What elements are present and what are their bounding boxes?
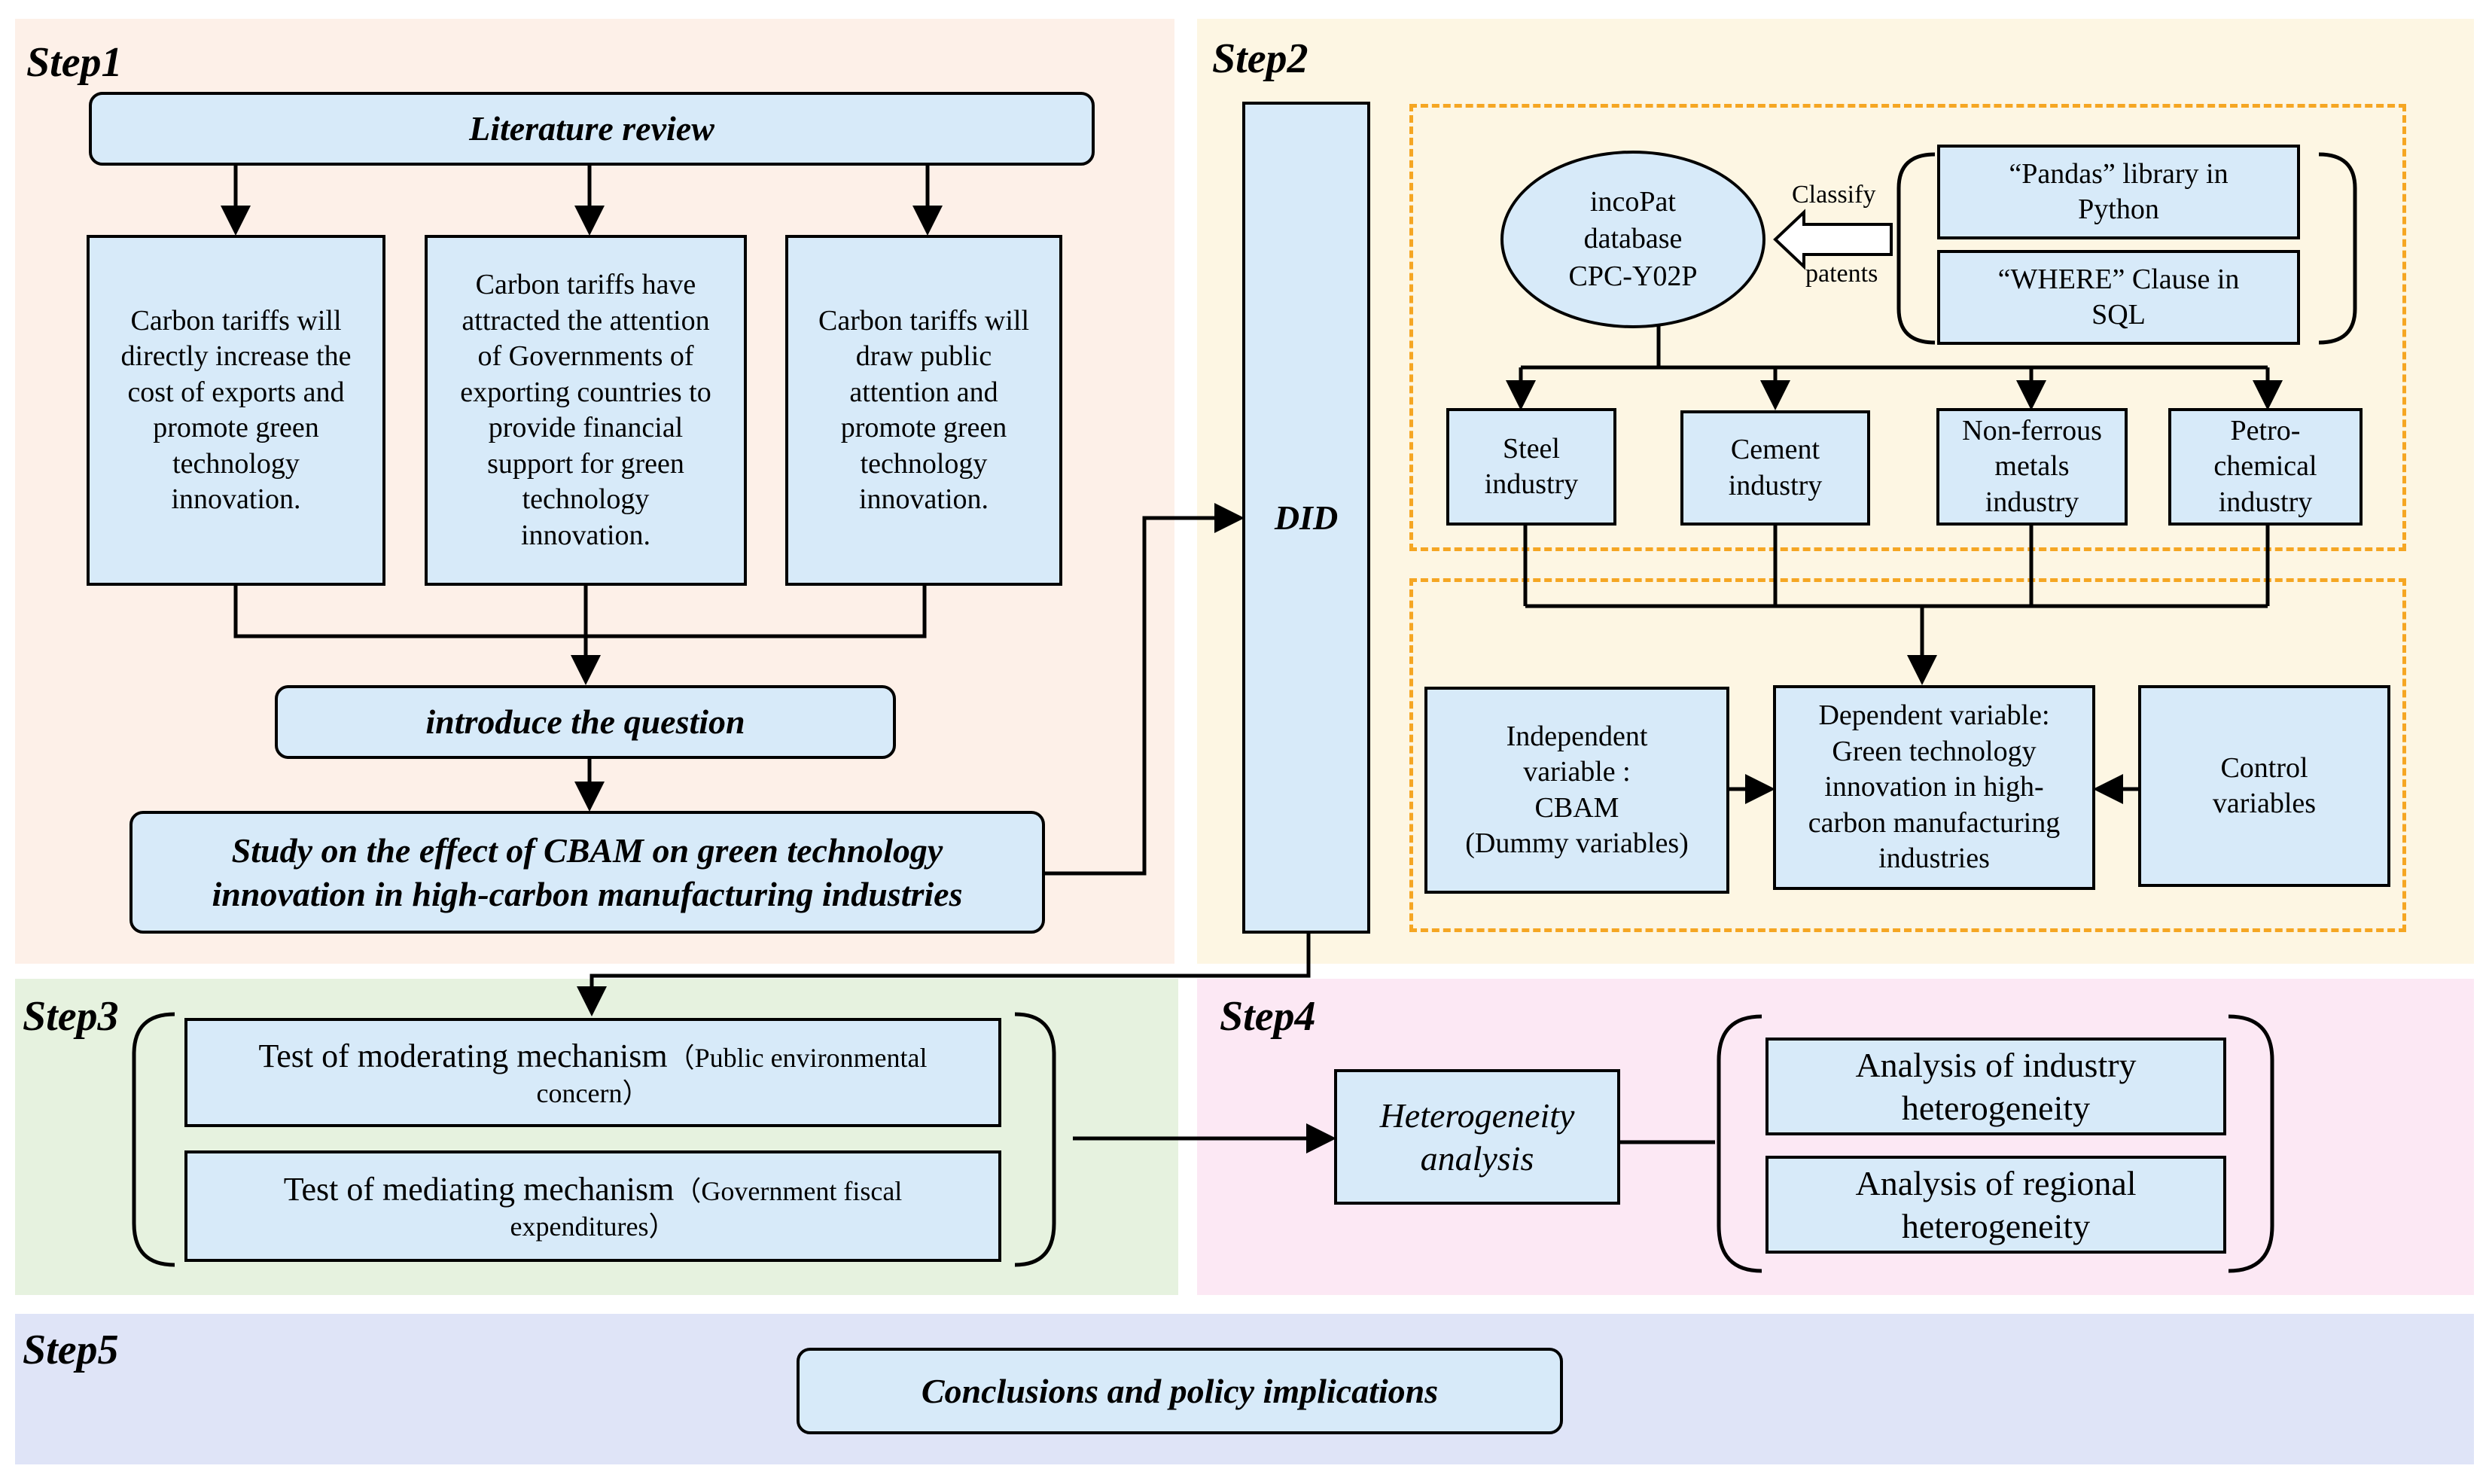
independent-variable-box: Independent variable : CBAM (Dummy varia… (1424, 687, 1729, 894)
non-ferrous-metals-box: Non-ferrous metals industry (1936, 408, 2128, 526)
step5-label: Step5 (23, 1327, 119, 1373)
step1-label: Step1 (26, 39, 123, 86)
introduce-question-box: introduce the question (275, 685, 896, 759)
step3-label: Step3 (23, 993, 119, 1040)
industry-heterogeneity-box: Analysis of industry heterogeneity (1765, 1038, 2226, 1135)
literature-review-box: Literature review (89, 92, 1095, 166)
petrochemical-industry-box: Petro- chemical industry (2168, 408, 2363, 526)
database-label: incoPat database CPC-Y02P (1568, 185, 1698, 292)
heterogeneity-analysis-box: Heterogeneity analysis (1334, 1069, 1620, 1205)
mediating-main-text: Test of mediating mechanism (283, 1171, 675, 1208)
conclusions-box: Conclusions and policy implications (797, 1348, 1563, 1434)
carbon-tariffs-cost-box: Carbon tariffs will directly increase th… (87, 235, 385, 586)
did-box: DID (1242, 102, 1370, 934)
dependent-variable-box: Dependent variable: Green technology inn… (1773, 685, 2095, 890)
mediating-mechanism-box: Test of mediating mechanism（Government f… (184, 1150, 1001, 1262)
sql-where-box: “WHERE” Clause in SQL (1937, 250, 2300, 345)
classify-label: Classify (1792, 181, 1876, 209)
carbon-tariffs-public-box: Carbon tariffs will draw public attentio… (785, 235, 1062, 586)
patents-label: patents (1805, 260, 1878, 288)
variables-group (1409, 578, 2406, 932)
moderating-main-text: Test of moderating mechanism (258, 1037, 668, 1074)
cement-industry-box: Cement industry (1680, 410, 1870, 526)
moderating-detail-text: （Public environmental concern） (536, 1042, 928, 1108)
regional-heterogeneity-box: Analysis of regional heterogeneity (1765, 1156, 2226, 1254)
steel-industry-box: Steel industry (1446, 408, 1616, 526)
mediating-detail-text: （Government fiscal expenditures） (510, 1176, 903, 1242)
step4-label: Step4 (1220, 993, 1316, 1040)
carbon-tariffs-government-box: Carbon tariffs have attracted the attent… (425, 235, 747, 586)
control-variables-box: Control variables (2138, 685, 2390, 887)
data-source-group (1409, 104, 2406, 551)
moderating-mechanism-box: Test of moderating mechanism（Public envi… (184, 1018, 1001, 1127)
study-box: Study on the effect of CBAM on green tec… (129, 811, 1045, 934)
database-ellipse: incoPat database CPC-Y02P (1500, 151, 1765, 328)
step2-label: Step2 (1212, 35, 1308, 82)
pandas-library-box: “Pandas” library in Python (1937, 145, 2300, 239)
